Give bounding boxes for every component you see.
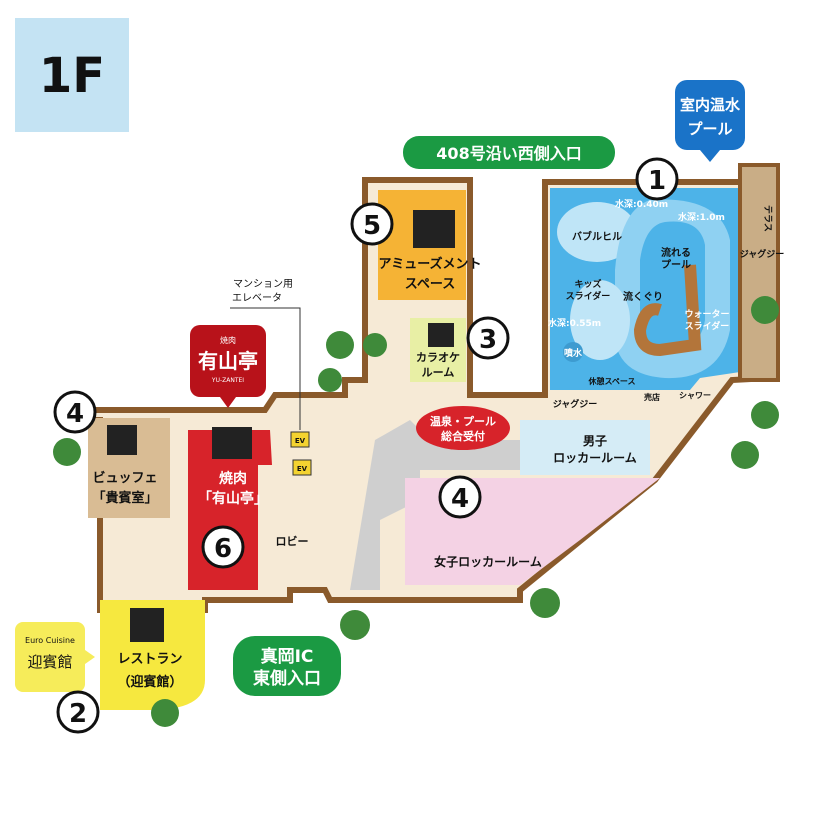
terrace-label: テラス [762, 205, 773, 232]
marker-1-number: 1 [648, 166, 666, 196]
marker-3: 3 [466, 316, 510, 360]
lazy-river-label-1: 流れる [661, 246, 691, 259]
lobby: ロビー [276, 534, 309, 548]
marker-5: 5 [350, 202, 394, 246]
marker-4-locker: 4 [438, 475, 482, 519]
floor-label: 1F [39, 48, 105, 104]
east-entrance: 真岡IC 東側入口 [233, 636, 341, 696]
west-entrance: 408号沿い西側入口 [403, 136, 615, 169]
east-entrance-label-2: 東側入口 [253, 668, 321, 689]
yuzantei-sign-small: 焼肉 [220, 335, 236, 345]
restaurant-area: レストラン （迎賓館） [100, 600, 205, 710]
fountain-label: 噴水 [564, 347, 583, 359]
yakiniku-label-1: 焼肉 [219, 470, 247, 487]
marker-4-buffet: 4 [53, 390, 97, 434]
water-slider-label-2: スライダー [685, 320, 730, 332]
east-entrance-label-1: 真岡IC [261, 646, 314, 667]
kids-slider-label-1: キッズ [574, 278, 601, 290]
shop-label: 売店 [644, 392, 660, 402]
buffet-label-1: ビュッフェ [92, 470, 157, 486]
geihinkan-sign-main: 迎賓館 [27, 653, 72, 671]
reception: 温泉・プール 総合受付 [416, 406, 510, 450]
west-entrance-label: 408号沿い西側入口 [436, 144, 581, 163]
mansion-elevator-note: マンション用 エレベータ EV EV [230, 279, 312, 476]
depth-040-label: 水深:0.40m [615, 198, 668, 210]
reception-label-2: 総合受付 [441, 429, 485, 443]
mansion-elevator-label-1: マンション用 [233, 279, 293, 290]
buffet-label-2: 「貴賓室」 [92, 490, 157, 506]
amusement-label-1: アミューズメント [378, 256, 481, 272]
indoor-pool-label-1: 室内温水 [680, 96, 741, 114]
restaurant-label-2: （迎賓館） [117, 674, 182, 690]
tunnel-label: 流くぐり [623, 290, 663, 303]
marker-6: 6 [201, 525, 245, 569]
jacuzzi-pool-label: ジャグジー [553, 398, 598, 410]
mens-locker-label-2: ロッカールーム [553, 451, 637, 465]
ev-label-2: EV [297, 465, 308, 473]
yuzantei-sign-main: 有山亭 [198, 349, 258, 373]
shower-label: シャワー [679, 391, 711, 400]
yakiniku-label-2: 「有山亭」 [198, 490, 268, 507]
marker-4b-number: 4 [451, 484, 469, 514]
amusement-area: アミューズメント スペース [378, 190, 482, 300]
buffet-area: ビュッフェ 「貴賓室」 [88, 418, 170, 518]
marker-6-number: 6 [214, 534, 232, 564]
depth-055-label: 水深:0.55m [548, 317, 601, 329]
lobby-label: ロビー [276, 534, 309, 548]
womens-locker-label: 女子ロッカールーム [434, 554, 542, 569]
restaurant-label-1: レストラン [117, 652, 182, 667]
marker-2: 2 [56, 690, 100, 734]
mens-locker: 男子 ロッカールーム [520, 420, 650, 475]
karaoke-room: カラオケ ルーム [410, 318, 466, 382]
geihinkan-sign-small: Euro Cuisine [25, 636, 75, 645]
marker-5-number: 5 [363, 211, 381, 241]
marker-3-number: 3 [479, 325, 497, 355]
mens-locker-label-1: 男子 [583, 434, 607, 448]
karaoke-label-2: ルーム [422, 366, 455, 379]
jacuzzi-terrace-label: ジャグジー [740, 248, 785, 260]
indoor-pool-label-2: プール [687, 120, 732, 138]
yuzantei-sign: 焼肉 有山亭 YU-ZANTEI [190, 325, 266, 408]
bubble-hill-label: バブルヒル [572, 230, 622, 243]
water-slider-label-1: ウォーター [684, 308, 729, 320]
marker-1: 1 [635, 157, 679, 201]
mansion-elevator-label-2: エレベータ [232, 292, 282, 304]
indoor-pool-callout: 室内温水 プール [675, 80, 745, 162]
pool-area: 水深:0.40m 水深:1.0m バブルヒル 流れる プール キッズ スライダー… [548, 163, 785, 410]
geihinkan-sign: Euro Cuisine 迎賓館 [15, 622, 95, 692]
yuzantei-sign-sub: YU-ZANTEI [211, 377, 244, 384]
kids-slider-label-2: スライダー [566, 290, 611, 302]
marker-2-number: 2 [69, 699, 87, 729]
floor-badge: 1F [15, 18, 129, 132]
marker-4a-number: 4 [66, 399, 84, 429]
karaoke-label-1: カラオケ [416, 351, 460, 364]
lazy-river-label-2: プール [661, 258, 691, 271]
amusement-label-2: スペース [405, 277, 455, 292]
reception-label-1: 温泉・プール [430, 414, 496, 428]
rest-space-label: 休憩スペース [587, 376, 635, 386]
trees [53, 296, 779, 727]
ev-label-1: EV [295, 437, 306, 445]
depth-10-label: 水深:1.0m [678, 211, 725, 223]
